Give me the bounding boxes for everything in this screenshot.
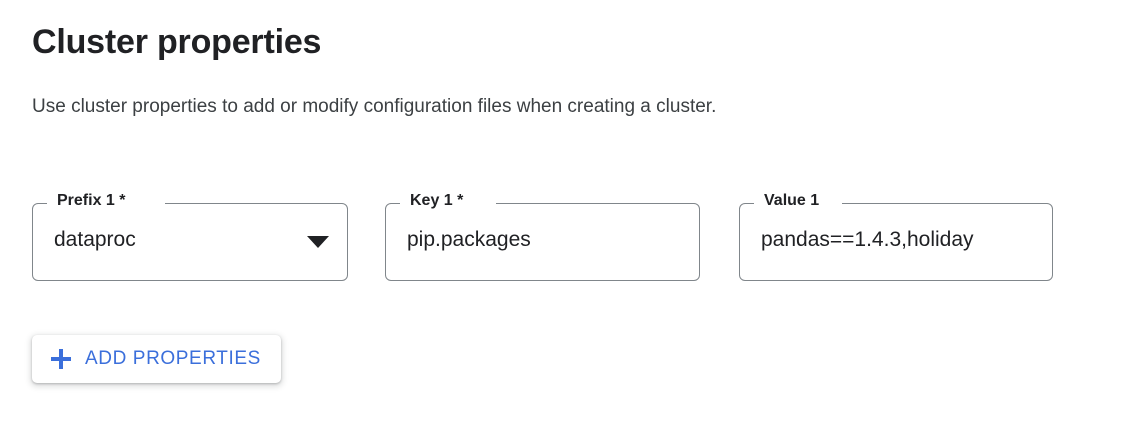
key-field[interactable]: Key 1 * pip.packages	[385, 192, 700, 281]
key-field-value[interactable]: pip.packages	[407, 228, 531, 251]
value-field-label: Value 1	[764, 192, 820, 209]
add-properties-button-label: ADD PROPERTIES	[85, 348, 261, 369]
chevron-down-icon[interactable]	[307, 236, 329, 248]
page-description: Use cluster properties to add or modify …	[32, 96, 717, 117]
key-field-label: Key 1 *	[410, 192, 464, 209]
prefix-field-label: Prefix 1 *	[57, 192, 126, 209]
prefix-field-value[interactable]: dataproc	[54, 228, 136, 251]
value-field[interactable]: Value 1 pandas==1.4.3,holiday	[739, 192, 1053, 281]
value-field-notch	[754, 202, 842, 204]
key-field-notch	[400, 202, 496, 204]
prefix-field[interactable]: Prefix 1 * dataproc	[32, 192, 348, 281]
page-title: Cluster properties	[32, 23, 322, 61]
value-field-value[interactable]: pandas==1.4.3,holiday	[761, 228, 974, 251]
prefix-field-notch	[47, 202, 165, 204]
add-properties-button[interactable]: ADD PROPERTIES	[32, 335, 281, 383]
plus-icon	[49, 347, 73, 371]
